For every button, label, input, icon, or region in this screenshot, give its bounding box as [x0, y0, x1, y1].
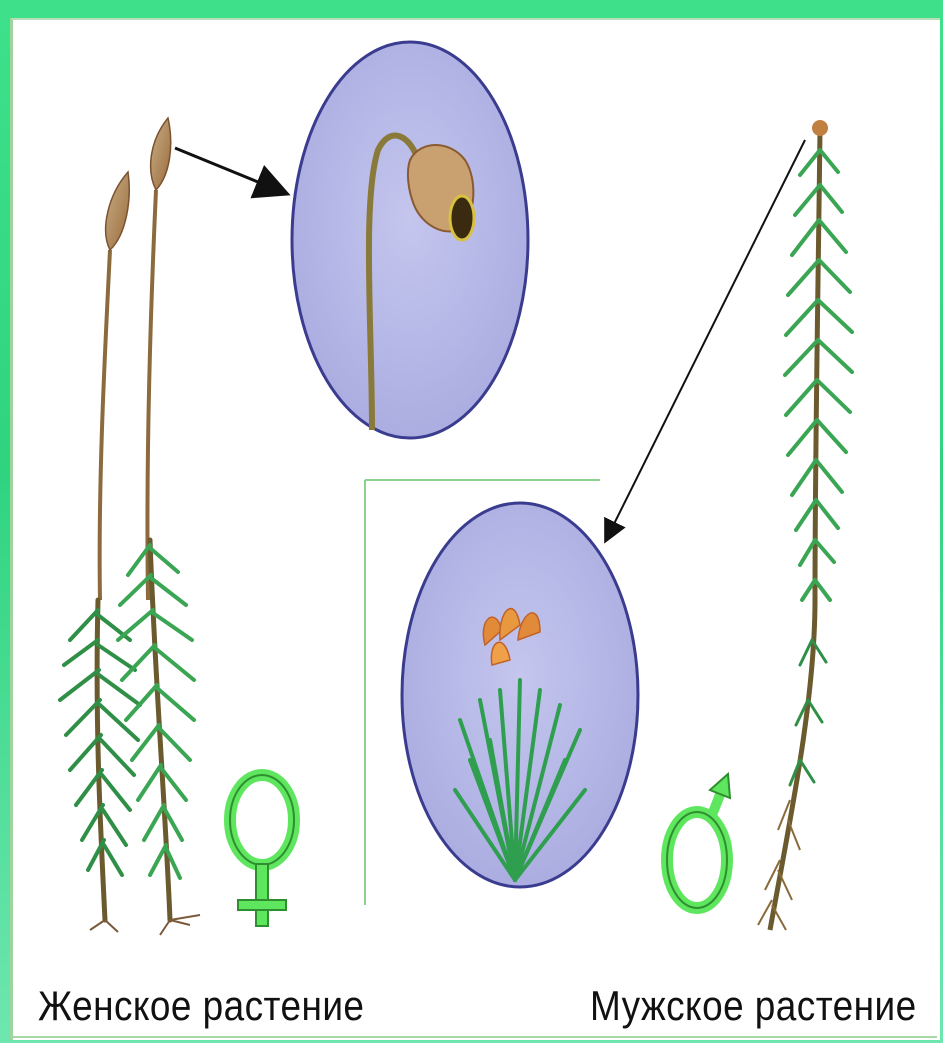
female-plant-label: Женское растение — [38, 982, 364, 1030]
antheridium-zoom-circle — [402, 503, 638, 887]
venus-symbol-icon — [230, 775, 294, 926]
capsule-zoom-circle — [292, 42, 528, 438]
female-arrow — [175, 148, 285, 193]
female-moss-plant — [60, 118, 200, 935]
male-moss-plant — [758, 120, 852, 930]
male-plant-label: Мужское растение — [590, 982, 917, 1030]
mars-symbol-icon — [667, 774, 730, 908]
male-arrow — [606, 140, 805, 540]
bottom-border — [12, 1036, 937, 1038]
